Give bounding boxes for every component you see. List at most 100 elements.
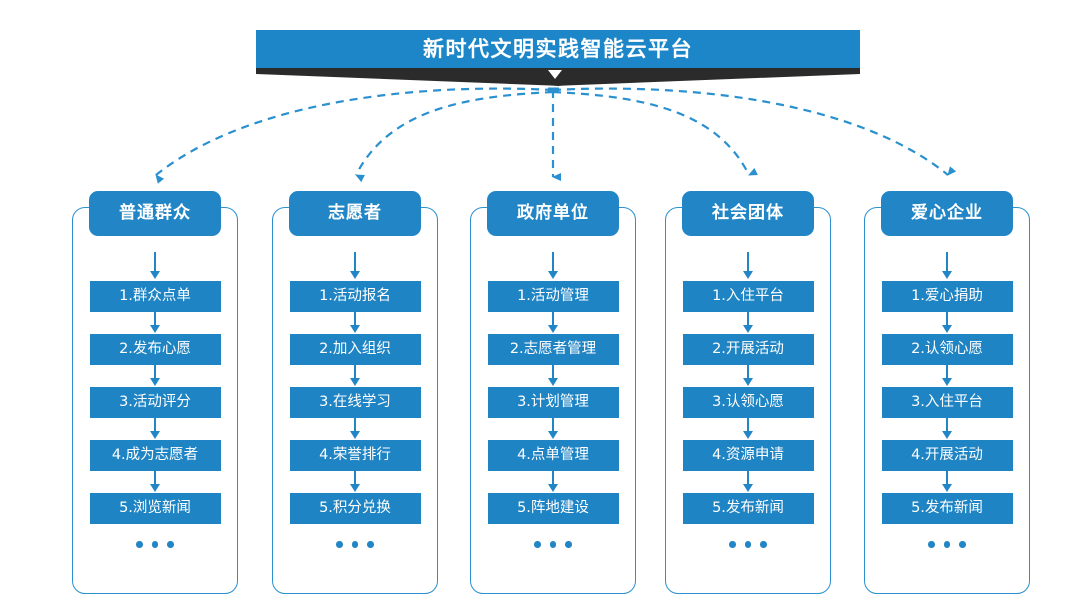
arrow-shaft: [354, 312, 357, 327]
step-item[interactable]: 4.荣誉排行: [289, 440, 421, 471]
step-item[interactable]: 3.活动评分: [89, 387, 221, 418]
step-item[interactable]: 3.认领心愿: [682, 387, 814, 418]
arrow-shaft: [552, 252, 555, 273]
step-label: 3.计划管理: [517, 394, 589, 411]
arrow-head: [942, 325, 952, 333]
step-item[interactable]: 4.资源申请: [682, 440, 814, 471]
arrow-shaft: [354, 471, 357, 486]
step-item[interactable]: 5.发布新闻: [881, 493, 1013, 524]
column-header-3[interactable]: 政府单位: [487, 191, 619, 236]
down-triangle-icon: [548, 70, 562, 79]
step-item[interactable]: 1.入住平台: [682, 281, 814, 312]
arrow-head: [942, 271, 952, 279]
step-label: 5.发布新闻: [911, 500, 983, 517]
arrow-head: [350, 431, 360, 439]
step-label: 3.入住平台: [911, 394, 983, 411]
step-item[interactable]: 5.浏览新闻: [89, 493, 221, 524]
ellipsis-dot: [928, 541, 935, 548]
ellipsis-dot: [760, 541, 767, 548]
column-steps: 1.活动报名 2.加入组织 3.在线学习 4.荣誉排行 5.积分兑换: [272, 252, 438, 548]
arrow-shaft: [747, 312, 750, 327]
role-column-1: 普通群众 1.群众点单 2.发布心愿 3.活动评分 4.成为志愿者 5.浏览新闻: [72, 191, 238, 594]
down-arrow-icon: [941, 365, 953, 387]
step-label: 2.发布心愿: [119, 341, 191, 358]
arrow-shaft: [946, 365, 949, 380]
more-items-ellipsis: [729, 541, 767, 548]
down-arrow-icon: [547, 471, 559, 493]
arrow-head: [150, 431, 160, 439]
down-arrow-icon: [547, 418, 559, 440]
arrow-head: [350, 325, 360, 333]
arrow-shaft: [354, 365, 357, 380]
step-label: 5.浏览新闻: [119, 500, 191, 517]
connector-to-column-5: [552, 87, 957, 176]
connector-to-column-2: [355, 90, 554, 183]
step-item[interactable]: 4.开展活动: [881, 440, 1013, 471]
step-item[interactable]: 1.活动管理: [487, 281, 619, 312]
column-header-1[interactable]: 普通群众: [89, 191, 221, 236]
ellipsis-dot: [744, 541, 752, 548]
column-header-5[interactable]: 爱心企业: [881, 191, 1013, 236]
step-label: 2.志愿者管理: [509, 341, 597, 358]
step-label: 2.加入组织: [319, 341, 391, 358]
arrow-head: [350, 271, 360, 279]
column-steps: 1.活动管理 2.志愿者管理 3.计划管理 4.点单管理 5.阵地建设: [470, 252, 636, 548]
arrow-head: [743, 431, 753, 439]
step-label: 1.群众点单: [119, 288, 191, 305]
down-arrow-icon: [349, 365, 361, 387]
step-label: 5.积分兑换: [319, 500, 391, 517]
arrow-shaft: [154, 418, 157, 433]
step-item[interactable]: 5.发布新闻: [682, 493, 814, 524]
ellipsis-dot: [167, 541, 174, 548]
column-header-2[interactable]: 志愿者: [289, 191, 421, 236]
ellipsis-dot: [351, 541, 359, 548]
role-column-5: 爱心企业 1.爱心捐助 2.认领心愿 3.入住平台 4.开展活动 5.发布新闻: [864, 191, 1030, 594]
arrow-head: [743, 271, 753, 279]
step-item[interactable]: 1.爱心捐助: [881, 281, 1013, 312]
arrow-shaft: [154, 312, 157, 327]
down-arrow-icon: [941, 312, 953, 334]
arrow-head: [942, 484, 952, 492]
step-item[interactable]: 5.积分兑换: [289, 493, 421, 524]
connector-origin-node: [548, 87, 559, 93]
step-item[interactable]: 4.成为志愿者: [89, 440, 221, 471]
arrow-shaft: [747, 365, 750, 380]
step-label: 2.认领心愿: [911, 341, 983, 358]
ellipsis-dot: [534, 541, 541, 548]
more-items-ellipsis: [136, 541, 174, 548]
step-item[interactable]: 1.活动报名: [289, 281, 421, 312]
step-label: 4.开展活动: [911, 447, 983, 464]
arrow-head: [150, 325, 160, 333]
step-item[interactable]: 3.在线学习: [289, 387, 421, 418]
down-arrow-icon: [941, 418, 953, 440]
platform-banner: 新时代文明实践智能云平台: [256, 30, 860, 86]
page-title: 新时代文明实践智能云平台: [423, 36, 693, 61]
column-header-label: 普通群众: [119, 203, 191, 223]
column-header-4[interactable]: 社会团体: [682, 191, 814, 236]
down-arrow-icon: [149, 365, 161, 387]
step-item[interactable]: 2.开展活动: [682, 334, 814, 365]
arrow-shaft: [354, 252, 357, 273]
ellipsis-dot: [943, 541, 951, 548]
role-column-4: 社会团体 1.入住平台 2.开展活动 3.认领心愿 4.资源申请 5.发布新闻: [665, 191, 831, 594]
step-label: 3.在线学习: [319, 394, 391, 411]
arrow-head: [942, 431, 952, 439]
down-arrow-icon: [742, 252, 754, 281]
arrow-head: [150, 484, 160, 492]
arrow-shaft: [747, 252, 750, 273]
arrow-shaft: [747, 471, 750, 486]
step-item[interactable]: 5.阵地建设: [487, 493, 619, 524]
role-column-3: 政府单位 1.活动管理 2.志愿者管理 3.计划管理 4.点单管理 5.阵地建设: [470, 191, 636, 594]
column-steps: 1.入住平台 2.开展活动 3.认领心愿 4.资源申请 5.发布新闻: [665, 252, 831, 548]
step-item[interactable]: 2.加入组织: [289, 334, 421, 365]
step-item[interactable]: 1.群众点单: [89, 281, 221, 312]
step-item[interactable]: 2.志愿者管理: [487, 334, 619, 365]
down-arrow-icon: [149, 312, 161, 334]
step-item[interactable]: 4.点单管理: [487, 440, 619, 471]
step-item[interactable]: 2.发布心愿: [89, 334, 221, 365]
step-item[interactable]: 3.计划管理: [487, 387, 619, 418]
step-item[interactable]: 3.入住平台: [881, 387, 1013, 418]
arrow-head: [150, 378, 160, 386]
step-item[interactable]: 2.认领心愿: [881, 334, 1013, 365]
